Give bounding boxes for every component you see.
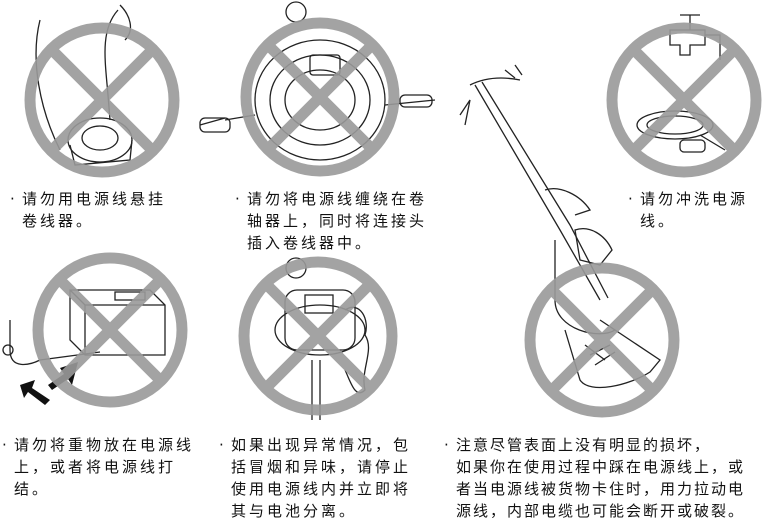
prohibition-icon — [24, 22, 180, 178]
warning-line: 请勿将电源线缠绕在卷 — [247, 190, 428, 208]
bullet: · — [2, 436, 10, 454]
prohibition-icon — [606, 22, 762, 178]
warning-line: 括冒烟和异味，请停止 — [231, 458, 412, 476]
warning-damage: · 注意尽管表面上没有明显的损坏， 如果你在使用过程中踩在电源线上，或 者当电源… — [444, 434, 746, 522]
bullet: · — [235, 190, 243, 208]
warning-line: 请勿冲洗电源 — [640, 190, 749, 208]
warning-line: 插入卷线器中。 — [247, 234, 374, 252]
prohibition-icon — [240, 17, 400, 177]
bullet: · — [628, 190, 636, 208]
warning-line: 上，或者将电源线打 — [14, 458, 177, 476]
warning-line: 源线，内部电缆也可能会断开或破裂。 — [456, 502, 746, 520]
warning-line: 请勿将重物放在电源线 — [14, 436, 195, 454]
warning-line: 卷线器。 — [22, 212, 95, 230]
warning-line: 其与电池分离。 — [231, 502, 358, 520]
warning-line: 者当电源线被货物卡住时，用力拉动电 — [456, 480, 746, 498]
bullet: · — [219, 436, 227, 454]
prohibition-icons — [24, 17, 762, 418]
warning-abnormal: · 如果出现异常情况，包 括冒烟和异味，请停止 使用电源线内并立即将 其与电池分… — [219, 434, 412, 522]
warning-heavy-objects: · 请勿将重物放在电源线 上，或者将电源线打 结。 — [2, 434, 195, 500]
warning-line: 如果出现异常情况，包 — [231, 436, 412, 454]
warning-line: 注意尽管表面上没有明显的损坏， — [456, 436, 712, 454]
warning-winding: · 请勿将电源线缠绕在卷 轴器上，同时将连接头 插入卷线器中。 — [235, 188, 428, 254]
warning-washing: · 请勿冲洗电源 线。 — [628, 188, 749, 232]
pulling-cord-illustration — [459, 64, 661, 389]
bullet: · — [10, 190, 18, 208]
prohibition-icon — [32, 252, 188, 408]
warning-line: 请勿用电源线悬挂 — [22, 190, 167, 208]
smoking-reel-illustration — [274, 257, 370, 420]
prohibition-icon — [524, 262, 680, 418]
bullet: · — [444, 436, 451, 454]
prohibition-icon — [238, 256, 398, 416]
warning-line: 结。 — [14, 480, 51, 498]
wound-reel-illustration — [199, 1, 436, 161]
warning-line: 如果你在使用过程中踩在电源线上，或 — [456, 458, 746, 476]
warning-hanging: · 请勿用电源线悬挂 卷线器。 — [10, 188, 167, 232]
warning-line: 线。 — [640, 212, 677, 230]
warning-line: 轴器上，同时将连接头 — [247, 212, 428, 230]
warning-line: 使用电源线内并立即将 — [231, 480, 412, 498]
